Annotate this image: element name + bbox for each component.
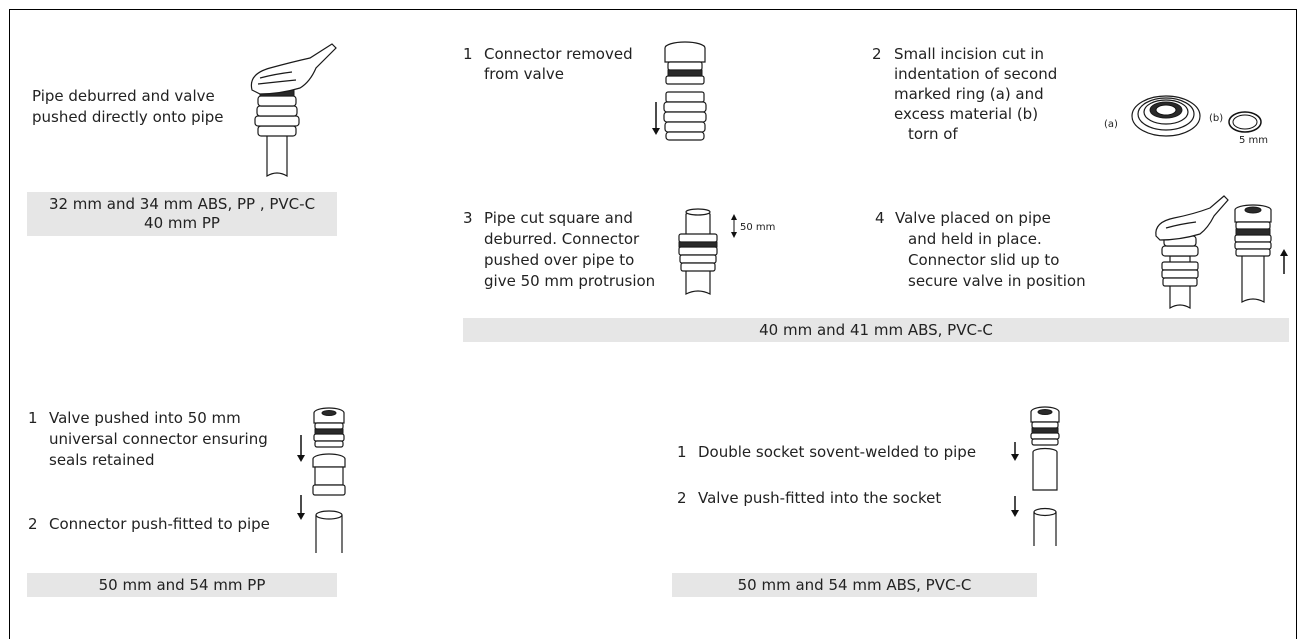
p4-step-1-line-1: Double socket sovent-welded to pipe <box>698 443 977 461</box>
p2-step-3-line-4: give 50 mm protrusion <box>484 272 656 290</box>
p4-step-1-number: 1 <box>677 443 687 461</box>
label-b: (b) <box>1209 113 1224 124</box>
valve-icon <box>313 407 345 448</box>
p2-step-1-number: 1 <box>463 45 473 63</box>
p3-step-1-line-1: Valve pushed into 50 mm <box>49 409 241 427</box>
p3-step-2-line-1: Connector push-fitted to pipe <box>49 515 270 533</box>
valve-icon <box>1030 406 1060 446</box>
label-50mm: 50 mm <box>740 222 776 233</box>
p1-caption: 32 mm and 34 mm ABS, PP , PVC-C 40 mm PP <box>27 192 337 236</box>
p1-text-line-1: Pipe deburred and valve <box>32 87 215 105</box>
p3-caption: 50 mm and 54 mm PP <box>27 573 337 597</box>
p1-text-line-2: pushed directly onto pipe <box>32 108 224 126</box>
p2-caption: 40 mm and 41 mm ABS, PVC-C <box>463 318 1289 342</box>
socket-icon <box>1032 447 1058 491</box>
p2-step-3-line-1: Pipe cut square and <box>484 209 633 227</box>
label-5mm: 5 mm <box>1239 135 1269 146</box>
label-a: (a) <box>1104 119 1118 130</box>
valve-icon <box>1161 235 1199 287</box>
diagram-frame <box>9 9 1297 639</box>
p3-step-1-line-3: seals retained <box>49 451 155 469</box>
p2-step-2-line-2: indentation of second <box>894 65 1058 83</box>
p4-caption: 50 mm and 54 mm ABS, PVC-C <box>672 573 1037 597</box>
p3-step-1-line-2: universal connector ensuring <box>49 430 268 448</box>
hand-icon <box>1155 195 1229 241</box>
p2-step-4-line-3: Connector slid up to <box>908 251 1060 269</box>
p2-step-4-line-2: and held in place. <box>908 230 1042 248</box>
pipe-icon <box>1033 507 1057 546</box>
arrow-up-down-icon <box>731 214 737 238</box>
p2-step-1-illustration <box>652 41 707 141</box>
p1-caption-line-2: 40 mm PP <box>144 214 220 232</box>
p1-valve-illustration <box>250 43 337 178</box>
connector-icon <box>312 453 346 496</box>
p2-step-1-line-2: from valve <box>484 65 565 83</box>
p2-step-2-number: 2 <box>872 45 882 63</box>
p2-step-3-line-3: pushed over pipe to <box>484 251 635 269</box>
p3-step-1-number: 1 <box>28 409 38 427</box>
p2-step-4-line-4: secure valve in position <box>908 272 1086 290</box>
p3-step-2-number: 2 <box>28 515 38 533</box>
p2-step-3-illustration <box>678 208 737 295</box>
p2-step-3-line-2: deburred. Connector <box>484 230 640 248</box>
p4-step-2-number: 2 <box>677 489 687 507</box>
pipe-icon <box>266 133 288 178</box>
connector-icon <box>663 91 707 141</box>
arrow-down-icon <box>652 102 660 135</box>
p2-step-4-line-1: Valve placed on pipe <box>895 209 1051 227</box>
p2-step-1-line-1: Connector removed <box>484 45 633 63</box>
valve-icon <box>664 41 706 85</box>
p2-step-2-line-4: excess material (b) <box>894 105 1039 123</box>
hand-icon <box>250 43 337 95</box>
arrow-down-icon <box>297 435 305 462</box>
valve-icon <box>1234 204 1272 257</box>
pipe-icon <box>315 510 343 553</box>
p3-illustration <box>297 407 346 553</box>
p2-step-3-number: 3 <box>463 209 473 227</box>
p2-step-4-illustration <box>1155 195 1288 310</box>
valve-icon <box>254 89 300 137</box>
p2-step-2-line-1: Small incision cut in <box>894 45 1045 63</box>
seal-ring-icon <box>1131 95 1201 137</box>
cut-ring-b-icon <box>1228 111 1262 133</box>
arrow-down-icon <box>1011 442 1019 461</box>
arrow-down-icon <box>1011 496 1019 517</box>
arrow-up-icon <box>1280 249 1288 274</box>
connector-icon <box>678 233 718 272</box>
p2-step-2-line-3: marked ring (a) and <box>894 85 1044 103</box>
p1-caption-line-1: 32 mm and 34 mm ABS, PP , PVC-C <box>48 195 316 213</box>
p4-step-2-line-1: Valve push-fitted into the socket <box>698 489 942 507</box>
p2-step-2-line-5: torn of <box>908 125 958 143</box>
p2-step-4-number: 4 <box>875 209 885 227</box>
arrow-down-icon <box>297 495 305 520</box>
p4-illustration <box>1011 406 1060 546</box>
